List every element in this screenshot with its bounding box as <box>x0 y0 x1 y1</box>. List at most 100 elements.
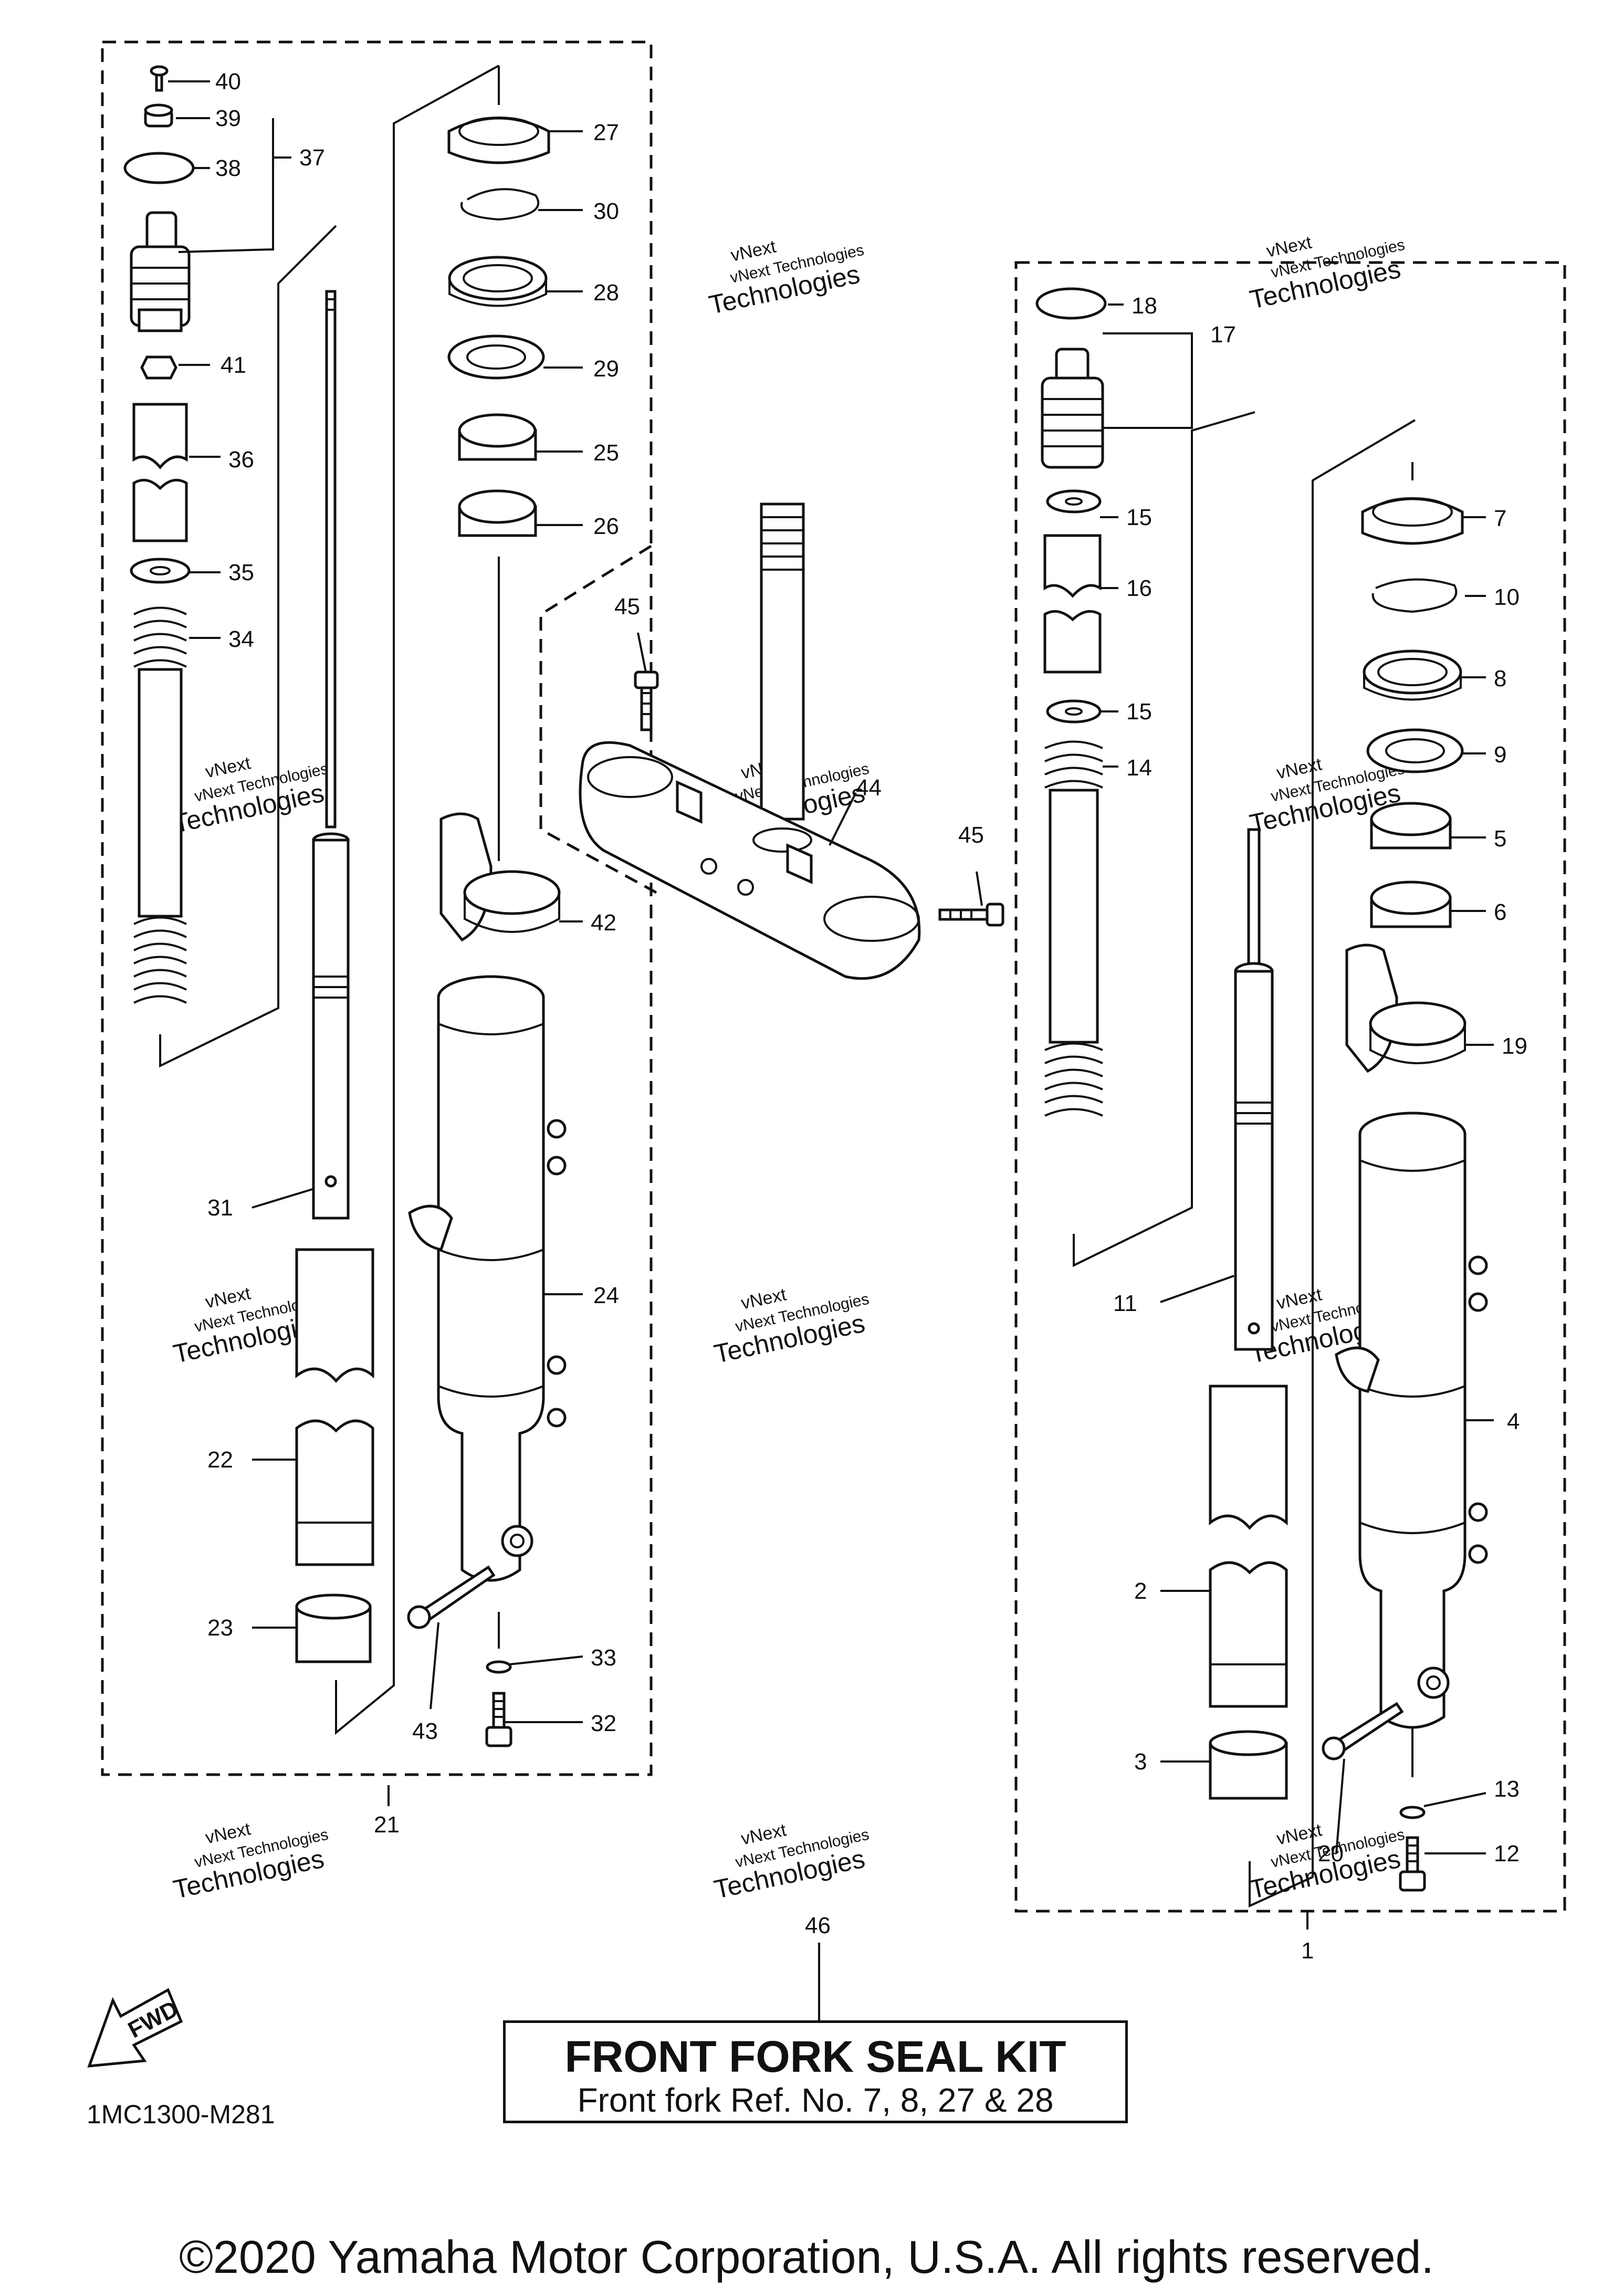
callout-5: 5 <box>1494 826 1506 852</box>
adjuster-17 <box>1041 348 1104 469</box>
spring-34 <box>133 606 187 1004</box>
right-assembly-boundary <box>1014 261 1566 1913</box>
left-assembly-boundary <box>101 40 653 1776</box>
callout-27: 27 <box>593 120 619 145</box>
bolt-45-side <box>938 903 1004 927</box>
under-bracket-44 <box>579 502 921 980</box>
callout-16: 16 <box>1126 575 1152 601</box>
spring-14 <box>1044 740 1103 1117</box>
callout-24: 24 <box>593 1283 619 1308</box>
o-ring-18 <box>1035 287 1107 320</box>
guide-line <box>1249 419 1416 1908</box>
callout-44: 44 <box>856 775 882 801</box>
callout-9: 9 <box>1494 742 1506 768</box>
nut-41 <box>140 355 177 380</box>
oil-seal-28 <box>448 256 548 307</box>
callout-8: 8 <box>1494 666 1506 691</box>
oil-seal-8 <box>1363 649 1462 701</box>
callout-33: 33 <box>591 1645 616 1671</box>
watermark: vNext vNext Technologies Technologies <box>706 236 865 320</box>
callout-45-upper: 45 <box>614 594 640 620</box>
watermark: vNext vNext Technologies Technologies <box>171 1819 330 1904</box>
damper-rod-31 <box>312 290 350 1220</box>
seal-kit-title: FRONT FORK SEAL KIT <box>564 2032 1066 2081</box>
watermark: vNext vNext Technologies Technologies <box>171 753 330 838</box>
outer-tube-4 <box>1335 1112 1488 1729</box>
o-ring-38 <box>123 152 195 184</box>
leader-lines <box>168 80 1494 2020</box>
guide-line <box>159 225 337 1068</box>
washer-15-upper <box>1046 489 1102 513</box>
damper-rod-11 <box>1234 828 1274 1351</box>
callout-13: 13 <box>1494 1776 1520 1802</box>
callout-12: 12 <box>1494 1841 1520 1867</box>
watermark: vNext vNext Technologies Technologies <box>711 1820 871 1904</box>
bolt-32 <box>485 1692 512 1747</box>
outer-tube-24 <box>408 975 567 1582</box>
bolt-12 <box>1399 1836 1426 1892</box>
bolt-20 <box>1322 1702 1404 1760</box>
cap-39 <box>144 103 173 128</box>
washer-35 <box>130 558 191 584</box>
diagram-code: 1MC1300-M281 <box>87 2100 275 2129</box>
callout-39: 39 <box>215 106 241 131</box>
callout-1: 1 <box>1301 1938 1314 1964</box>
fwd-arrow-icon: FWD <box>87 1988 183 2068</box>
callout-4: 4 <box>1507 1409 1520 1434</box>
callout-7: 7 <box>1494 506 1506 531</box>
bushing-3 <box>1209 1730 1288 1800</box>
slide-metal-6 <box>1370 880 1452 928</box>
callout-40: 40 <box>215 69 241 95</box>
bushing-23 <box>295 1593 372 1663</box>
guide-line <box>335 65 499 1735</box>
callout-14: 14 <box>1126 755 1152 781</box>
callout-32: 32 <box>591 1711 616 1736</box>
callout-11: 11 <box>1113 1291 1137 1316</box>
seal-kit-note: FRONT FORK SEAL KIT Front fork Ref. No. … <box>503 2020 1128 2123</box>
seal-kit-subtitle: Front fork Ref. No. 7, 8, 27 & 28 <box>577 2081 1054 2119</box>
clip-30 <box>460 188 539 221</box>
callout-3: 3 <box>1134 1749 1147 1775</box>
watermark: vNext vNext Technologies Technologies <box>711 1284 871 1369</box>
washer-29 <box>447 334 545 380</box>
callout-2: 2 <box>1134 1578 1147 1604</box>
callout-25: 25 <box>593 440 619 466</box>
callout-15-lower: 15 <box>1126 699 1152 725</box>
oil-seal-27 <box>447 117 550 164</box>
callout-17: 17 <box>1210 322 1236 348</box>
callout-46: 46 <box>805 1913 831 1938</box>
screw-40 <box>150 65 169 92</box>
callout-10: 10 <box>1494 584 1520 610</box>
callout-15-upper: 15 <box>1126 505 1152 530</box>
washer-13 <box>1399 1806 1426 1819</box>
slide-metal-5 <box>1370 802 1452 850</box>
copyright-notice: ©2020 Yamaha Motor Corporation, U.S.A. A… <box>179 2231 1434 2283</box>
spacer-36 <box>132 403 188 542</box>
callout-19: 19 <box>1502 1033 1527 1059</box>
callout-36: 36 <box>228 447 254 473</box>
bolt-45-upper <box>634 670 659 731</box>
guard-42 <box>439 812 561 942</box>
slide-metal-25 <box>458 413 537 461</box>
callout-28: 28 <box>593 280 619 306</box>
guard-19 <box>1345 943 1467 1073</box>
callout-26: 26 <box>593 513 619 539</box>
guide-line <box>1073 411 1255 1267</box>
callout-29: 29 <box>593 356 619 382</box>
callout-6: 6 <box>1494 899 1506 925</box>
callout-43: 43 <box>412 1718 438 1744</box>
washer-15-lower <box>1046 699 1102 724</box>
callout-41: 41 <box>221 352 246 378</box>
slide-metal-26 <box>458 489 537 537</box>
callout-42: 42 <box>591 910 616 936</box>
watermark: vNext vNext Technologies Technologies <box>1247 232 1406 314</box>
bolt-43 <box>407 1565 496 1629</box>
clip-10 <box>1371 578 1458 613</box>
callout-20: 20 <box>1318 1841 1344 1867</box>
callout-38: 38 <box>215 155 241 181</box>
callout-34: 34 <box>228 626 254 652</box>
callout-45-side: 45 <box>958 822 984 848</box>
callout-18: 18 <box>1132 293 1157 319</box>
callout-23: 23 <box>207 1615 233 1641</box>
